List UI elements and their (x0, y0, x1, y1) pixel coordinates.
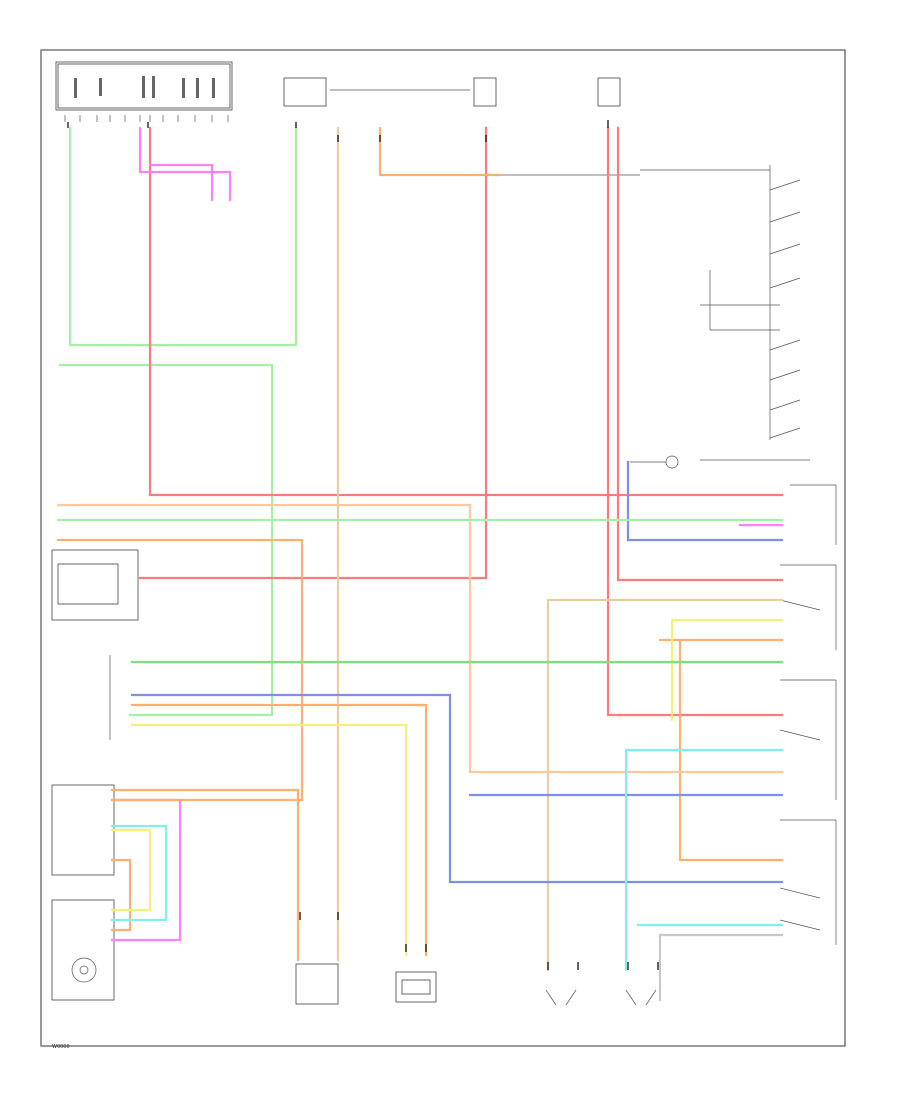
steering-wheel-switch-stack (500, 165, 810, 469)
heater-relay (395, 971, 437, 1003)
connector-labels (74, 76, 215, 98)
wires (56, 126, 784, 1002)
left-modules (51, 549, 139, 1001)
figure-code: W0000 (52, 1044, 70, 1050)
top-left-connector (55, 61, 233, 122)
right-speaker-switch (625, 989, 657, 1006)
right-control-modules (779, 484, 837, 945)
blower-motor-module (51, 899, 115, 1001)
top-fuse-block (283, 77, 621, 107)
switch-contacts (769, 179, 801, 439)
blower-motor (295, 963, 339, 1005)
left-speaker-switch (545, 989, 577, 1006)
diagram-frame (40, 49, 846, 1047)
connector-pins (64, 115, 229, 122)
bottom-components (295, 963, 657, 1006)
connector-stubs (67, 120, 659, 970)
mode-door-actuator (51, 784, 115, 876)
radio-module (51, 549, 139, 621)
